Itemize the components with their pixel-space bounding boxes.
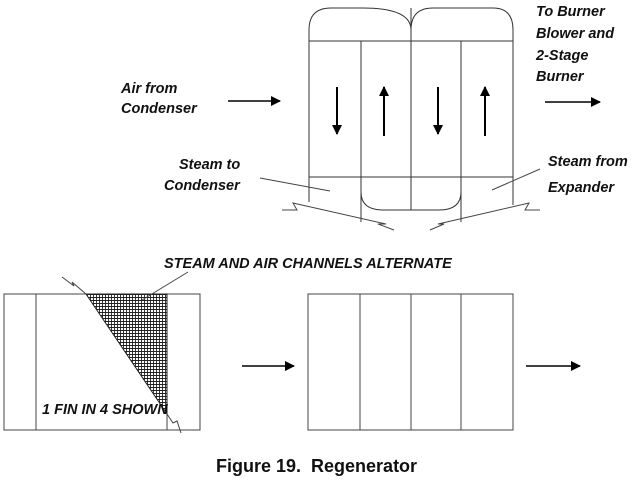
label-burner: Burner — [536, 69, 584, 85]
fin-break-bottom — [166, 413, 182, 434]
label-channels-alternate: STEAM AND AIR CHANNELS ALTERNATE — [164, 256, 452, 272]
leader-steam-to — [259, 177, 331, 192]
label-blower-and: Blower and — [536, 26, 615, 42]
label-steam-from: Steam from — [548, 154, 628, 170]
top-dome-right — [410, 7, 514, 40]
break-lines-top — [282, 202, 540, 231]
top-dome-left — [308, 7, 412, 40]
fin-crosshatch — [85, 293, 168, 416]
top-core — [308, 7, 514, 222]
break-line-right — [429, 202, 540, 231]
bottom-right-block — [307, 293, 514, 431]
break-line-left — [282, 202, 395, 231]
channel-arrows — [332, 86, 490, 136]
bottom-dome — [360, 191, 462, 211]
label-fin-shown: 1 FIN IN 4 SHOWN — [42, 402, 168, 418]
label-steam-to: Steam to — [179, 157, 241, 173]
label-to-burner: To Burner — [536, 4, 605, 20]
label-air-condenser: Condenser — [121, 101, 197, 117]
leader-channels-note — [141, 271, 189, 301]
figure-caption: Figure 19. Regenerator — [216, 456, 418, 476]
label-expander: Expander — [548, 180, 615, 196]
leader-lines-top — [259, 168, 541, 192]
fin-break-top — [61, 276, 87, 295]
label-air-from: Air from — [121, 81, 178, 97]
label-2-stage: 2-Stage — [536, 48, 589, 64]
leader-steam-from — [491, 168, 541, 191]
fin-break-lines — [61, 276, 182, 434]
label-steam-to-condenser: Condenser — [164, 178, 240, 194]
top-flow-arrows — [228, 96, 601, 107]
